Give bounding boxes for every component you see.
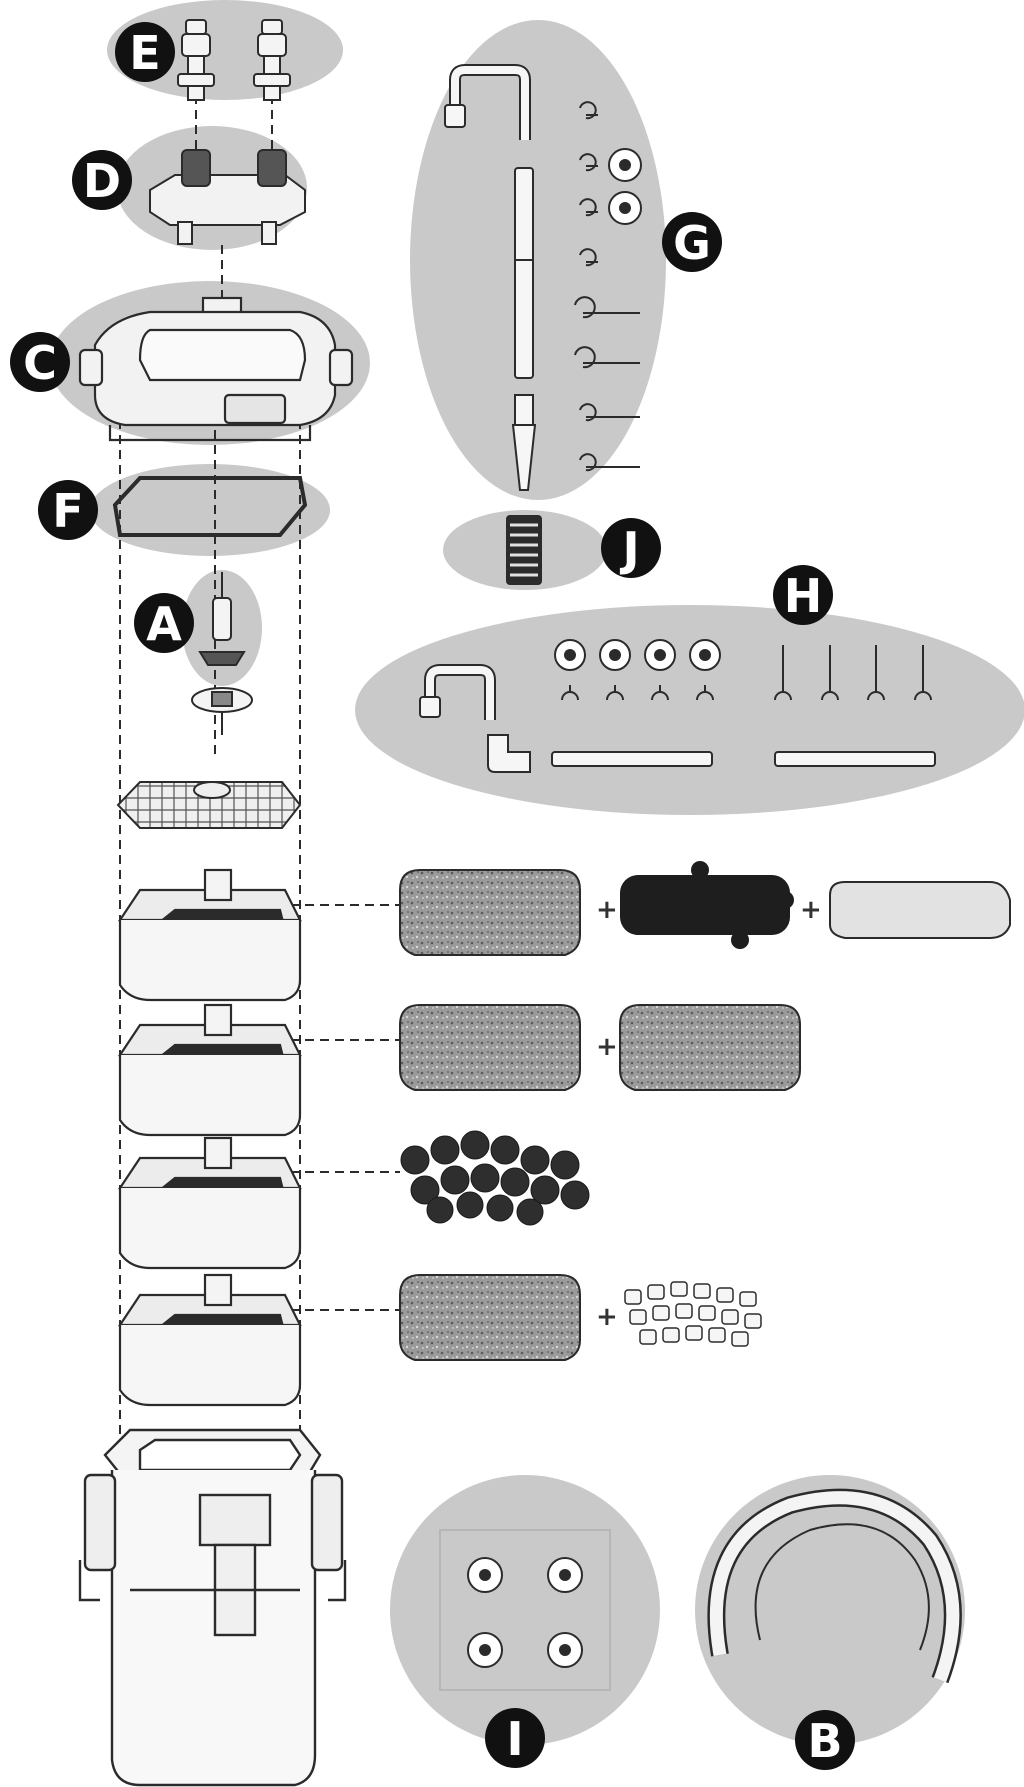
plus-sign: + [800, 895, 822, 925]
plus-sign: + [596, 895, 618, 925]
intake-grille [116, 781, 302, 829]
zone-b [695, 1475, 965, 1745]
motor-head [78, 296, 354, 442]
svg-text:F: F [52, 484, 83, 538]
label-e: E [115, 22, 175, 82]
filter-basket-3 [117, 1136, 302, 1270]
label-a: A [134, 593, 194, 653]
filter-basket-1 [117, 868, 302, 1002]
svg-text:D: D [83, 154, 121, 208]
label-d: D [72, 150, 132, 210]
label-j: J [601, 518, 661, 578]
media-row-1: + + [399, 861, 1011, 956]
svg-text:C: C [23, 336, 57, 390]
label-i: I [485, 1708, 545, 1768]
label-h: H [773, 565, 833, 625]
spray-bar-kit [419, 639, 936, 773]
strainer [506, 515, 542, 585]
impeller [191, 572, 253, 735]
ceramic-rings [624, 1281, 762, 1347]
valve-taps [177, 19, 291, 101]
svg-text:J: J [619, 522, 639, 576]
filter-basket-4 [117, 1273, 302, 1407]
hose-kit-g [444, 64, 642, 491]
zone-g [410, 20, 666, 500]
label-c: C [10, 332, 70, 392]
plus-sign: + [596, 1302, 618, 1332]
svg-text:G: G [673, 216, 711, 270]
suction-cups [439, 1529, 611, 1691]
media-row-2: + [399, 1004, 801, 1091]
bio-balls [400, 1130, 590, 1226]
canister-body [78, 1428, 347, 1787]
sealing-ring [112, 476, 308, 537]
filter-basket-2 [117, 1003, 302, 1137]
coiled-hose [707, 1488, 962, 1684]
label-f: F [38, 480, 98, 540]
svg-text:H: H [784, 569, 823, 623]
label-g: G [662, 212, 722, 272]
plus-sign: + [596, 1032, 618, 1062]
media-row-4: + [399, 1274, 762, 1361]
svg-text:I: I [506, 1712, 523, 1766]
svg-text:B: B [807, 1714, 842, 1768]
svg-text:A: A [146, 597, 182, 651]
svg-text:E: E [129, 26, 160, 80]
carbon-pellets [620, 861, 794, 949]
label-b: B [795, 1710, 855, 1770]
valve-block [149, 149, 306, 245]
zone-i [390, 1475, 660, 1745]
zone-h [355, 605, 1024, 815]
